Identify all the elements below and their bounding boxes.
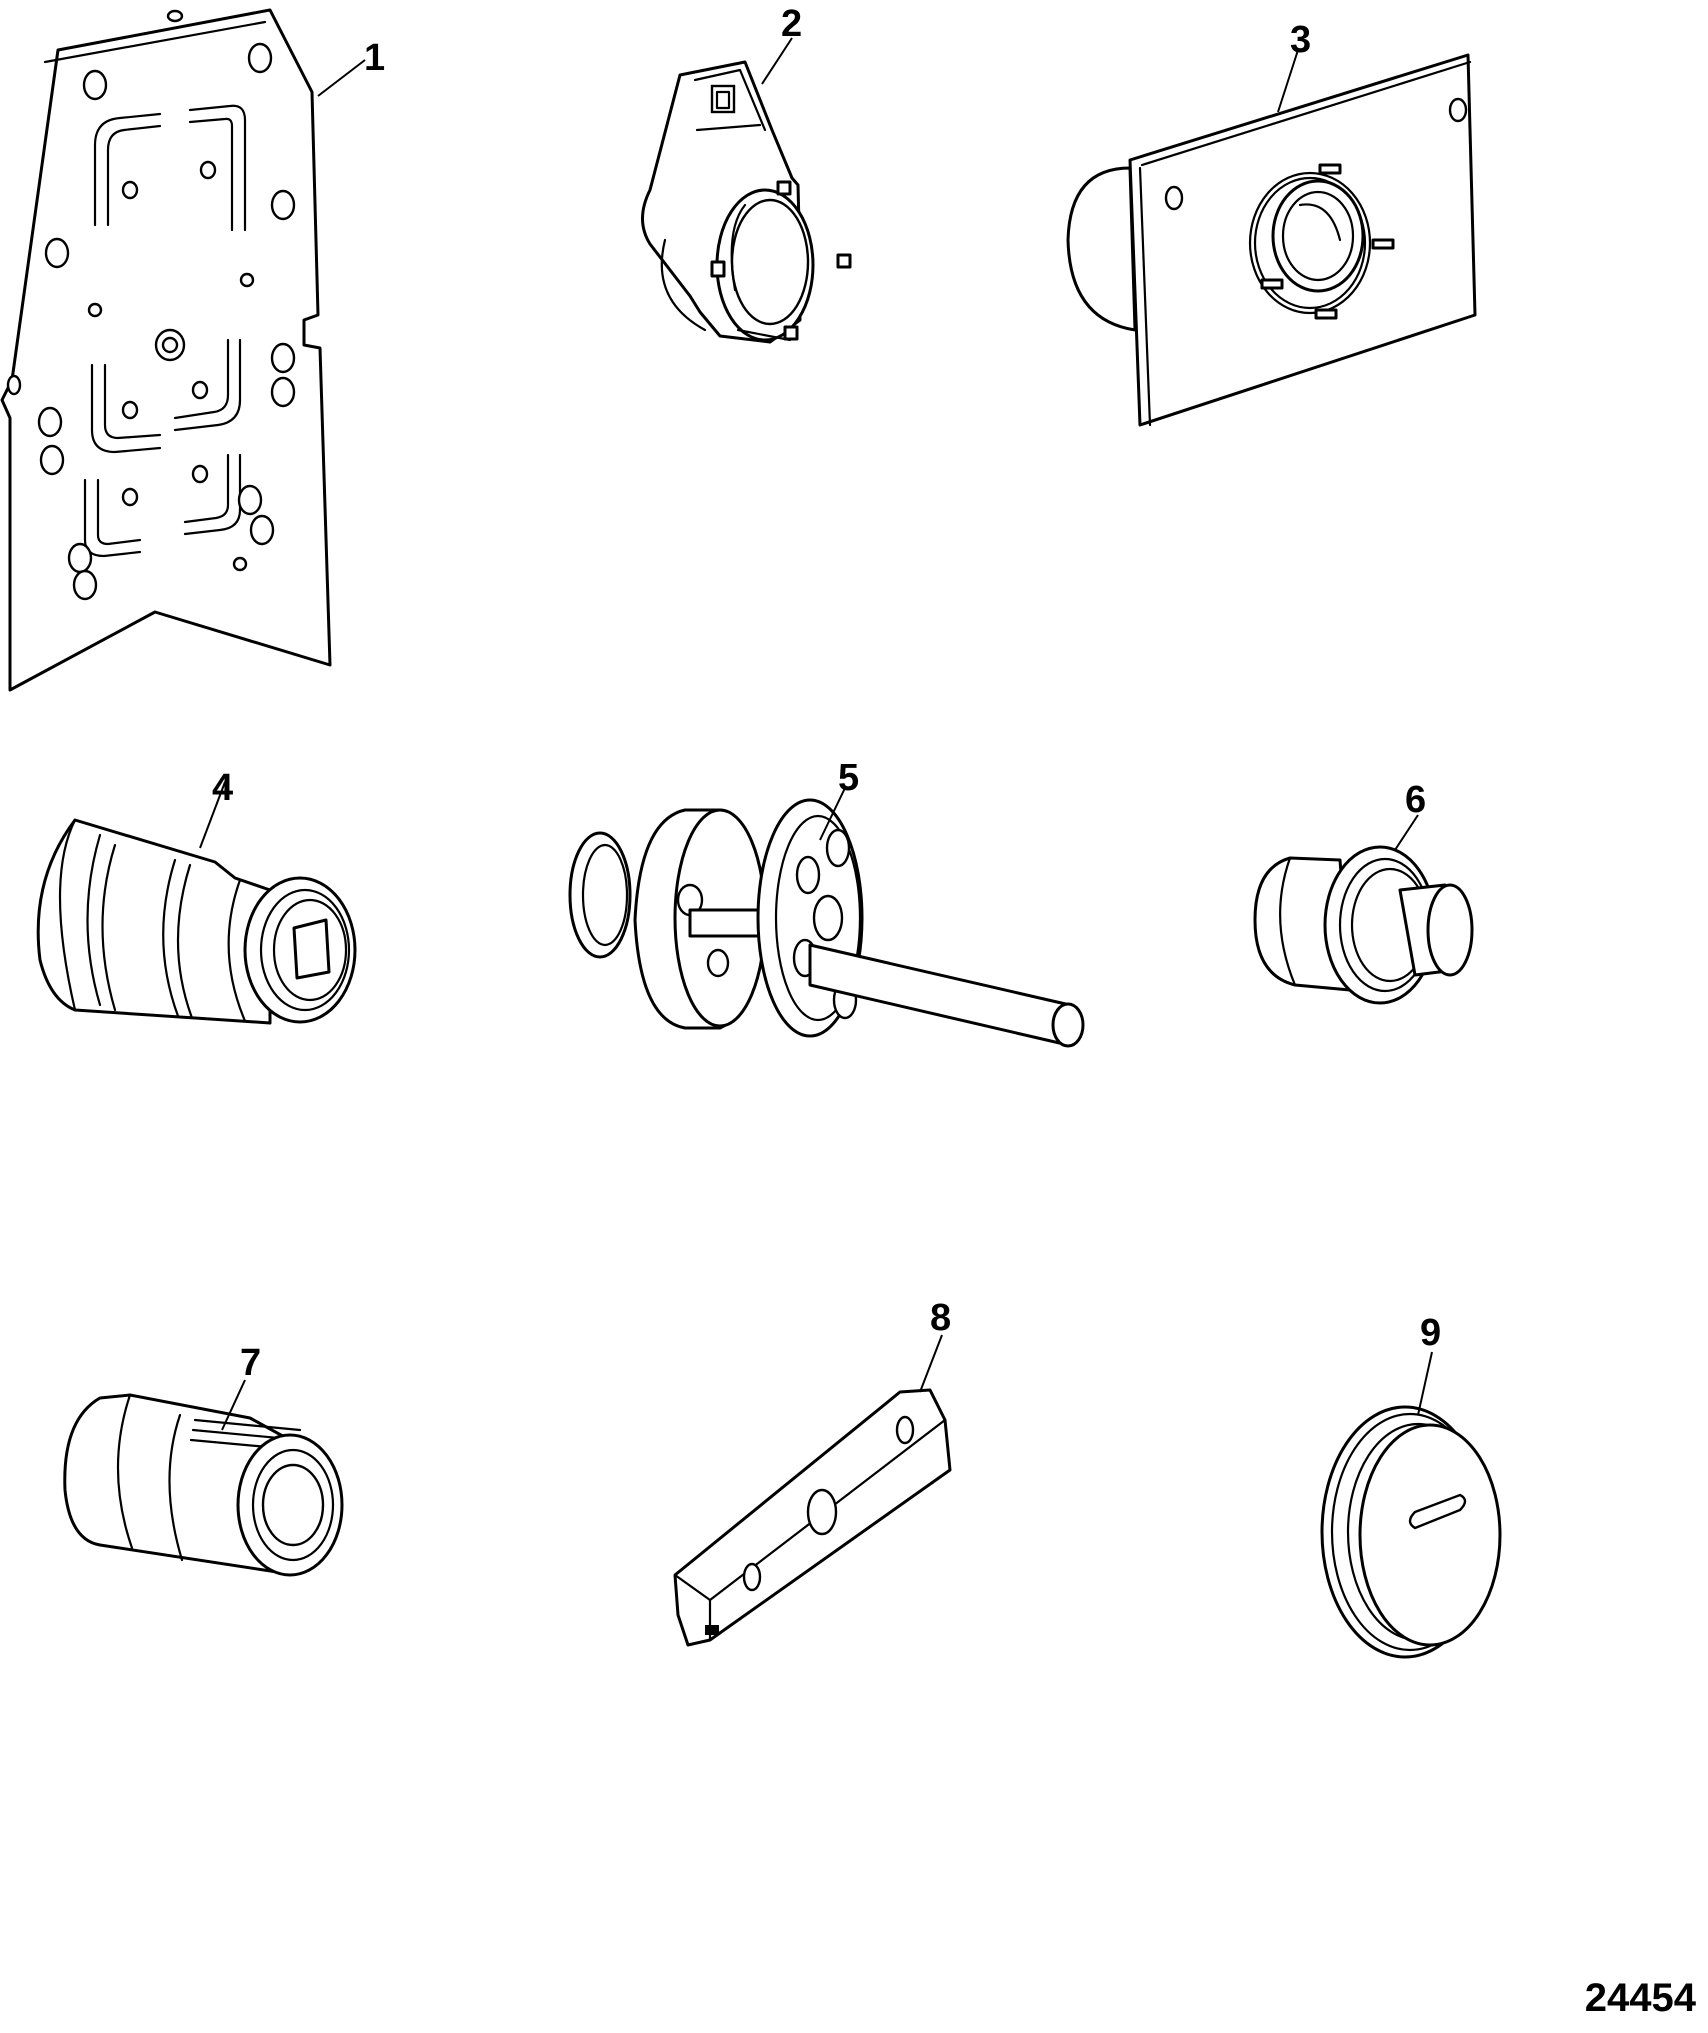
callout-5: 5 <box>838 757 859 799</box>
part-7-splined-driver: 7 <box>63 1342 344 1577</box>
callout-2: 2 <box>781 3 802 45</box>
part-9-cap-plug: 9 <box>1320 1312 1502 1659</box>
callout-3: 3 <box>1290 19 1311 61</box>
part-8-holding-bar: 8 <box>673 1297 952 1647</box>
callout-9: 9 <box>1420 1312 1441 1354</box>
callout-1: 1 <box>364 37 385 79</box>
callout-7: 7 <box>240 1342 261 1384</box>
figure-number: 24454 <box>1584 1976 1696 2020</box>
callout-4: 4 <box>212 767 233 809</box>
part-3-plate-with-driver: 3 <box>1066 19 1477 427</box>
part-6-seal-installer: 6 <box>1253 779 1474 1005</box>
part-2-spanner-wrench: 2 <box>641 3 852 344</box>
callout-6: 6 <box>1405 779 1426 821</box>
part-1-mounting-plate: 1 <box>0 8 385 692</box>
part-5-puller-assembly: 5 <box>568 757 1085 1048</box>
callout-8: 8 <box>930 1297 951 1339</box>
part-4-bearing-driver: 4 <box>36 767 357 1025</box>
